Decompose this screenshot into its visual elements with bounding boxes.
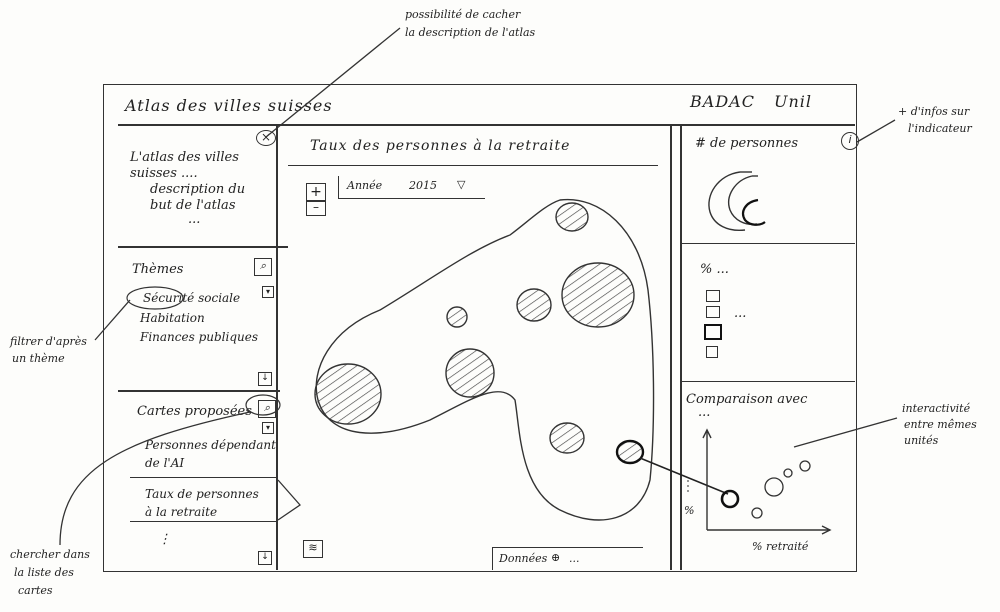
year-selector[interactable]: Année 2015 ▽	[338, 176, 485, 199]
themes-label: Thèmes	[132, 262, 184, 277]
right-panel-inner-border	[680, 124, 682, 570]
zoom-out-button[interactable]: –	[306, 200, 326, 216]
comparison-more[interactable]: ...	[698, 405, 711, 420]
x-axis-label: % retraité	[752, 540, 809, 553]
annotation-hide-description: la description de l'atlas	[405, 26, 536, 39]
comparison-title: Comparaison avec	[686, 392, 808, 407]
atlas-description-line: ...	[188, 212, 201, 227]
map-circle	[549, 422, 585, 454]
sidebar-right-border	[276, 124, 278, 570]
maps-item-divider	[130, 477, 278, 479]
maps-scroll-button[interactable]: ↓	[258, 551, 272, 565]
y-axis-label: %	[684, 504, 695, 517]
scatter-point	[783, 468, 793, 478]
info-icon: i	[848, 133, 852, 146]
maps-more: ⋮	[158, 532, 171, 547]
map-circle	[516, 288, 552, 322]
scatter-point	[751, 507, 763, 519]
chevron-down-icon: ▽	[457, 178, 466, 191]
annotation-more-info: l'indicateur	[908, 122, 972, 135]
data-link-label: Données	[499, 552, 548, 565]
scatter-point-highlighted	[720, 489, 740, 509]
search-icon: ⌕	[259, 259, 267, 272]
atlas-description-line: description du	[150, 182, 246, 197]
maps-filter-icon[interactable]: ▾	[262, 422, 274, 434]
app-window	[103, 84, 857, 572]
atlas-description-line: suisses ....	[130, 166, 198, 181]
map-title: Taux des personnes à la retraite	[310, 138, 571, 154]
indicator-title: # de personnes	[695, 136, 799, 151]
legend-more: ...	[734, 306, 747, 321]
brand-unil[interactable]: Unil	[774, 92, 813, 111]
map-item-line: Taux de personnes	[145, 487, 259, 501]
data-link-more: ...	[569, 552, 580, 565]
atlas-description-line: L'atlas des villes	[130, 150, 239, 165]
map-item-line: Personnes dépendant	[145, 438, 276, 452]
annotation-hide-description: possibilité de cacher	[405, 8, 521, 21]
map-circle	[561, 262, 635, 328]
annotation-search-maps: la liste des	[14, 566, 74, 579]
maps-item-divider	[130, 521, 278, 523]
map-item-taux-retraite[interactable]: Taux de personnes à la retraite	[145, 487, 259, 520]
download-icon: ⊕	[551, 551, 561, 564]
map-item-line: à la retraite	[145, 505, 218, 519]
map-item-personnes-ai[interactable]: Personnes dépendant de l'AI	[145, 438, 276, 471]
annotation-more-info: + d'infos sur	[898, 105, 970, 118]
annotation-filter-theme: un thème	[12, 352, 65, 365]
maps-label: Cartes proposées	[137, 404, 252, 419]
percent-label: % ...	[700, 262, 729, 277]
theme-item-finances-publiques[interactable]: Finances publiques	[140, 330, 259, 344]
annotation-filter-theme: filtrer d'après	[10, 335, 87, 348]
theme-item-habitation[interactable]: Habitation	[140, 311, 205, 325]
legend-divider	[680, 243, 855, 245]
scatter-point	[764, 477, 784, 497]
theme-item-securite-sociale[interactable]: Sécurité sociale	[143, 291, 241, 305]
description-divider	[118, 246, 288, 248]
app-title: Atlas des villes suisses	[125, 96, 333, 115]
brand-badac[interactable]: BADAC	[690, 92, 755, 111]
map-circle	[446, 306, 468, 328]
data-link[interactable]: Données ⊕ ...	[492, 547, 643, 570]
map-circle-highlighted	[615, 439, 645, 465]
themes-filter-icon[interactable]: ▾	[262, 286, 274, 298]
annotation-search-maps: chercher dans	[10, 548, 90, 561]
legend-class-box	[706, 290, 720, 302]
search-icon: ⌕	[263, 401, 271, 414]
themes-scroll-button[interactable]: ↓	[258, 372, 272, 386]
annotation-interactivity: interactivité	[902, 402, 971, 415]
header-divider	[118, 124, 855, 126]
annotation-search-maps: cartes	[18, 584, 53, 597]
zoom-in-button[interactable]: +	[306, 183, 326, 202]
year-value: 2015	[409, 179, 437, 192]
scatter-point	[799, 460, 811, 472]
themes-search-button[interactable]: ⌕	[254, 258, 272, 276]
legend-class-box	[704, 324, 722, 340]
comparison-divider	[680, 381, 855, 383]
annotation-interactivity: entre mêmes	[904, 418, 977, 431]
legend-class-box	[706, 346, 718, 358]
themes-divider	[118, 390, 280, 392]
map-item-line: de l'AI	[145, 456, 185, 470]
year-label: Année	[347, 179, 383, 192]
map-circle	[445, 348, 495, 398]
atlas-description-line: but de l'atlas	[150, 198, 236, 213]
map-circle	[314, 363, 382, 425]
map-title-underline	[288, 165, 658, 167]
legend-class-box	[706, 306, 720, 318]
right-panel-left-border	[670, 124, 672, 570]
layers-button[interactable]: ≋	[303, 540, 323, 558]
map-circle	[555, 202, 589, 232]
annotation-interactivity: unités	[904, 434, 939, 447]
layers-icon: ≋	[308, 541, 318, 554]
maps-search-button[interactable]: ⌕	[258, 400, 276, 418]
